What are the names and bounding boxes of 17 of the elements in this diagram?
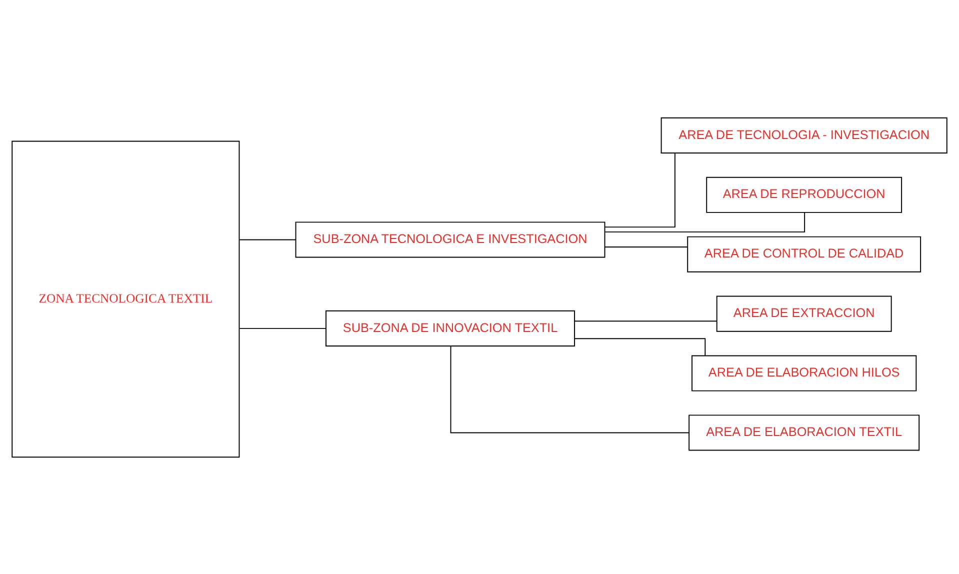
connector: [239, 238, 296, 240]
connector: [604, 246, 688, 248]
connector: [574, 338, 706, 356]
node-box: AREA DE TECNOLOGIA - INVESTIGACION: [660, 116, 948, 153]
connector: [604, 152, 676, 228]
node-box: AREA DE CONTROL DE CALIDAD: [687, 236, 922, 272]
node-box: AREA DE REPRODUCCION: [706, 176, 902, 212]
connector: [450, 345, 690, 433]
node-box: SUB-ZONA DE INNOVACION TEXTIL: [326, 310, 576, 346]
node-box: AREA DE ELABORACION HILOS: [692, 354, 917, 391]
node-box: SUB-ZONA TECNOLOGICA E INVESTIGACION: [295, 221, 606, 258]
node-box: ZONA TECNOLOGICA TEXTIL: [12, 140, 240, 458]
node-box: AREA DE EXTRACCION: [716, 295, 892, 332]
connector: [574, 320, 718, 322]
connector: [604, 212, 806, 232]
node-box: AREA DE ELABORACION TEXTIL: [688, 414, 920, 450]
connector: [239, 327, 326, 328]
